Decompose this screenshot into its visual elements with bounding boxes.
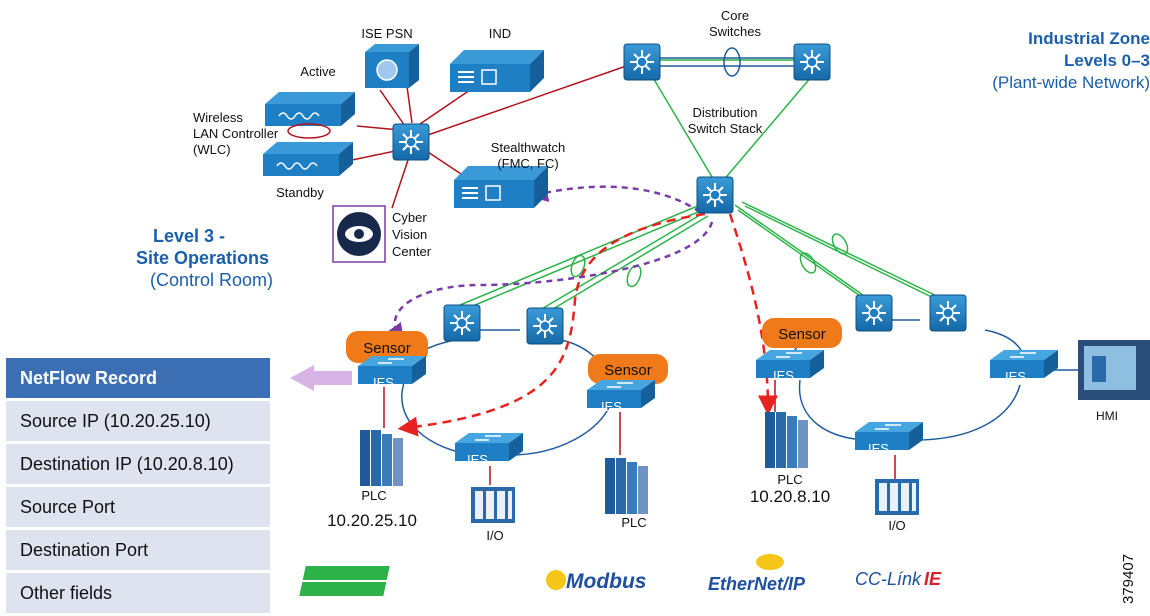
svg-text:10.20.25.10: 10.20.25.10 [327,511,417,530]
cyber-vision-center-icon [332,205,386,263]
svg-text:Active: Active [300,64,335,79]
svg-text:PLC: PLC [621,515,646,530]
netflow-header: NetFlow Record [6,358,270,398]
plc-left-icon [360,430,403,486]
stealthwatch-icon [453,165,549,209]
netflow-export-arrow [290,365,352,391]
svg-text:IES: IES [601,399,622,414]
netflow-field-other: Other fields [6,573,270,613]
modbus-logo: Modbus [546,570,646,593]
aggregation-switch-2 [526,307,564,345]
ies-bottom-right: IES [854,421,924,456]
netflow-field-source-ip: Source IP (10.20.25.10) [6,401,270,441]
svg-text:(FMC, FC): (FMC, FC) [497,156,558,171]
core-switch-left [623,43,661,81]
io-left-icon [471,487,515,523]
control-room-switch [392,123,430,161]
io-right-icon [875,479,919,515]
sensor-middle: Sensor [588,354,668,384]
wlc-standby-icon [262,141,354,177]
svg-text:10.20.8.10: 10.20.8.10 [750,487,830,506]
svg-text:IE: IE [924,569,942,589]
flow-red-left [397,212,706,437]
wlc-active-icon [264,91,356,127]
netflow-field-destination-ip: Destination IP (10.20.8.10) [6,444,270,484]
distribution-switch [696,176,734,214]
svg-text:Standby: Standby [276,185,324,200]
svg-text:Switches: Switches [709,24,762,39]
svg-text:Core: Core [721,8,749,23]
ies-middle-right: IES [586,379,656,414]
svg-text:(WLC): (WLC) [193,142,231,157]
svg-text:I/O: I/O [888,518,905,533]
svg-text:IES: IES [467,452,488,467]
svg-text:Switch Stack: Switch Stack [688,121,763,136]
svg-text:NET: NET [452,582,478,597]
svg-text:CC-Línk: CC-Línk [855,569,922,589]
flow-purple-top [527,182,701,214]
svg-text:I/O: I/O [486,528,503,543]
ise-psn-icon [365,44,419,88]
svg-text:PLC: PLC [361,488,386,503]
core-switch-right [793,43,831,81]
svg-text:IND: IND [489,26,511,41]
svg-text:HMI: HMI [1096,409,1118,423]
profinet-logo: PROFI NET [299,566,487,597]
svg-text:LAN Controller: LAN Controller [193,126,279,141]
ethernetip-logo: EtherNet/IP [708,554,806,594]
sensor-left: Sensor [346,331,428,363]
aggregation-switch-3 [855,294,893,332]
netflow-record-table: NetFlow Record Source IP (10.20.25.10) D… [6,358,270,616]
svg-text:IES: IES [868,441,889,456]
core-links [650,59,813,183]
svg-text:PLC: PLC [777,472,802,487]
svg-text:(Plant-wide Network): (Plant-wide Network) [992,73,1150,92]
svg-text:Level 3 -: Level 3 - [153,226,225,246]
svg-text:Distribution: Distribution [692,105,757,120]
svg-text:Center: Center [392,244,432,259]
flow-red-right [728,213,778,416]
svg-text:ISE PSN: ISE PSN [361,26,412,41]
svg-text:Vision: Vision [392,227,427,242]
svg-text:IES: IES [773,368,794,383]
sensor-right: Sensor [762,318,842,348]
ies-right: IES [755,349,825,383]
svg-text:Modbus: Modbus [566,570,646,593]
ies-bottom-left: IES [454,432,524,467]
svg-text:Stealthwatch: Stealthwatch [491,140,565,155]
svg-text:Sensor: Sensor [363,340,411,357]
plc-middle-icon [605,458,648,514]
svg-text:Industrial Zone: Industrial Zone [1028,29,1150,48]
plc-right-icon [765,412,808,468]
ies-left: IES [357,355,427,390]
cclink-logo: CC-Línk IE [855,569,942,589]
flow-purple-left [384,221,714,345]
svg-text:Sensor: Sensor [778,326,826,343]
svg-text:Wireless: Wireless [193,110,243,125]
svg-text:IES: IES [373,375,394,390]
svg-text:EtherNet/IP: EtherNet/IP [708,574,806,594]
svg-text:IES: IES [1005,369,1026,384]
aggregation-switch-4 [929,294,967,332]
diagram-labels: Core Switches Distribution Switch Stack … [136,8,1150,543]
svg-text:Levels 0–3: Levels 0–3 [1064,51,1150,70]
aggregation-switch-1 [443,304,481,342]
figure-number: 379407 [1120,553,1137,604]
svg-text:Site Operations: Site Operations [136,248,269,268]
svg-text:(Control Room): (Control Room) [150,270,273,290]
hmi-icon [1078,340,1150,400]
netflow-field-destination-port: Destination Port [6,530,270,570]
svg-text:Sensor: Sensor [604,362,652,379]
svg-text:Cyber: Cyber [392,210,427,225]
netflow-field-source-port: Source Port [6,487,270,527]
svg-text:PROFI: PROFI [447,566,487,581]
ind-icon [449,49,545,93]
ies-far-right: IES [989,349,1059,384]
